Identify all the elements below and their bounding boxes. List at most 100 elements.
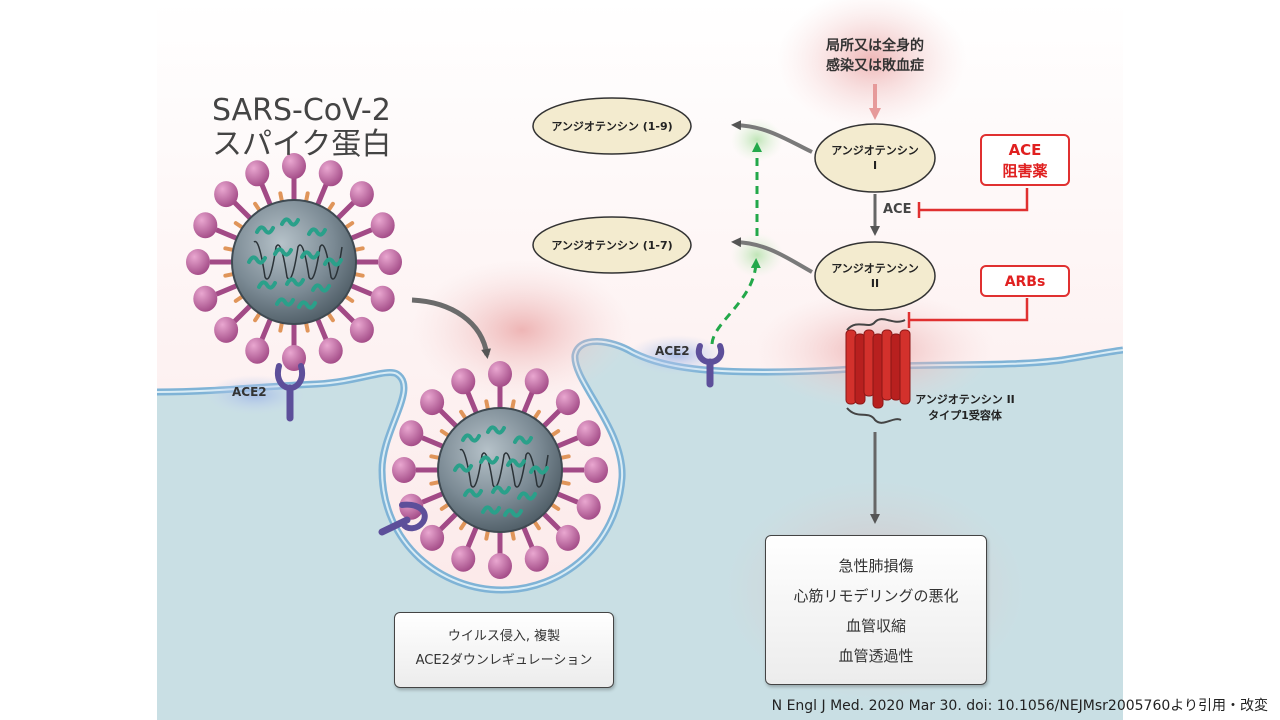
nucleocapsid (311, 283, 331, 293)
spike-protein (193, 212, 218, 239)
ang1-label-line1: アンジオテンシン (831, 144, 919, 157)
nucleocapsid (513, 435, 533, 445)
nucleocapsid (479, 455, 499, 465)
ang17-label: アンジオテンシン (1-7) (551, 239, 673, 252)
spike-protein-title: SARS-CoV-2 スパイク蛋白 (212, 94, 391, 162)
ace2-receptor-mid (695, 343, 725, 388)
infection-line-1: 局所又は全身的 (826, 38, 924, 54)
nucleocapsid (285, 277, 305, 287)
spike-protein (420, 524, 445, 551)
nucleocapsid (307, 227, 327, 237)
citation-text: N Engl J Med. 2020 Mar 30. doi: 10.1056/… (771, 698, 1268, 714)
spike-protein (318, 337, 343, 364)
ang2-label-line2: II (870, 277, 880, 290)
at1-receptor-label: アンジオテンシン II タイプ1受容体 (900, 392, 1030, 424)
spike-protein (451, 368, 476, 395)
nucleocapsid (280, 217, 300, 227)
clinical-effects-box: 急性肺損傷 心筋リモデリングの悪化 血管収縮 血管透過性 (765, 535, 987, 685)
ang2-to-ang17-arrow (731, 237, 813, 274)
entry-glow (412, 260, 632, 400)
effect-item: 心筋リモデリングの悪化 (793, 587, 959, 605)
nucleocapsid (461, 433, 481, 443)
nucleocapsid (506, 458, 526, 468)
spike-protein (584, 457, 608, 483)
nucleocapsid (300, 250, 320, 260)
ang1-ellipse (814, 123, 936, 193)
receptor-line-2: タイプ1受容体 (928, 409, 1002, 422)
nucleocapsid (257, 280, 277, 290)
nucleocapsid (275, 297, 295, 307)
spike-protein (488, 553, 512, 579)
nucleocapsid (503, 508, 523, 518)
infection-label: 局所又は全身的 感染又は敗血症 (800, 36, 950, 76)
ace2-label-mid: ACE2 (655, 344, 690, 358)
virus-entry-arrow (411, 297, 492, 359)
spike-protein (193, 285, 218, 312)
spike-protein (399, 420, 424, 447)
spike-protein (214, 181, 239, 208)
at1-receptor (845, 318, 911, 424)
ace-inhibitor-box: ACE 阻害薬 (980, 134, 1070, 186)
ang1-label-line2: I (872, 159, 878, 172)
arbs-box: ARBs (980, 265, 1070, 297)
spike-protein (555, 524, 580, 551)
spike-protein (318, 160, 343, 187)
ace2-receptor-left (275, 363, 305, 422)
green-glow-bottom (731, 233, 783, 277)
ang19-ellipse (532, 97, 692, 155)
spike-protein (524, 545, 549, 572)
arbs-inhibitor-line (907, 298, 1029, 328)
ace2-conversion-arrow-lower (710, 258, 761, 345)
virus-particle-outside (186, 153, 402, 371)
nucleocapsid (486, 425, 506, 435)
spike-protein (451, 545, 476, 572)
virus-entry-box: ウイルス侵入, 複製 ACE2ダウンレギュレーション (394, 612, 614, 688)
nucleocapsid (247, 255, 267, 265)
ace-enzyme-label: ACE (883, 202, 912, 217)
spike-protein (378, 249, 402, 275)
effect-item: 血管透過性 (838, 647, 914, 665)
ace2-receptor-vesicle (378, 501, 428, 536)
title-line-1: SARS-CoV-2 (212, 93, 391, 128)
entry-line-1: ウイルス侵入, 複製 (447, 629, 561, 644)
spike-protein (245, 160, 270, 187)
spike-protein (214, 316, 239, 343)
green-glow-top (731, 118, 783, 162)
nucleocapsid (273, 247, 293, 257)
nucleocapsid (297, 300, 317, 310)
spike-protein (349, 181, 374, 208)
ang19-label: アンジオテンシン (1-9) (551, 120, 673, 133)
nucleocapsid (491, 485, 511, 495)
receptor-line-1: アンジオテンシン II (915, 393, 1015, 406)
spike-protein (392, 457, 416, 483)
spike-protein (245, 337, 270, 364)
nucleocapsid (481, 505, 501, 515)
spike-protein (186, 249, 210, 275)
spike-protein (420, 389, 445, 416)
ace-inhibitor-line1: ACE (1008, 141, 1042, 159)
ang2-label-line1: アンジオテンシン (831, 262, 919, 275)
infection-line-2: 感染又は敗血症 (826, 58, 924, 74)
nucleocapsid (323, 257, 343, 267)
receptor-helix (899, 329, 911, 405)
spike-protein (349, 316, 374, 343)
title-line-2: スパイク蛋白 (212, 127, 392, 162)
ang2-label: アンジオテンシン II (815, 261, 935, 291)
ace2-label-left: ACE2 (232, 385, 267, 399)
ang17-ellipse (532, 216, 692, 274)
nucleocapsid (453, 463, 473, 473)
ace-inhibitor-line (917, 188, 1029, 218)
spike-protein (524, 368, 549, 395)
spike-protein (488, 361, 512, 387)
nucleocapsid (463, 488, 483, 498)
nucleocapsid (529, 465, 549, 475)
virus-particle-entering (392, 361, 608, 579)
spike-protein (576, 493, 601, 520)
spike-protein (370, 285, 395, 312)
ace-inhibitor-line2: 阻害薬 (1002, 162, 1048, 180)
entry-line-2: ACE2ダウンレギュレーション (415, 653, 593, 668)
ang1-to-ang19-arrow (731, 120, 813, 154)
effect-item: 急性肺損傷 (838, 557, 914, 575)
spike-protein (370, 212, 395, 239)
effect-item: 血管収縮 (845, 617, 906, 635)
